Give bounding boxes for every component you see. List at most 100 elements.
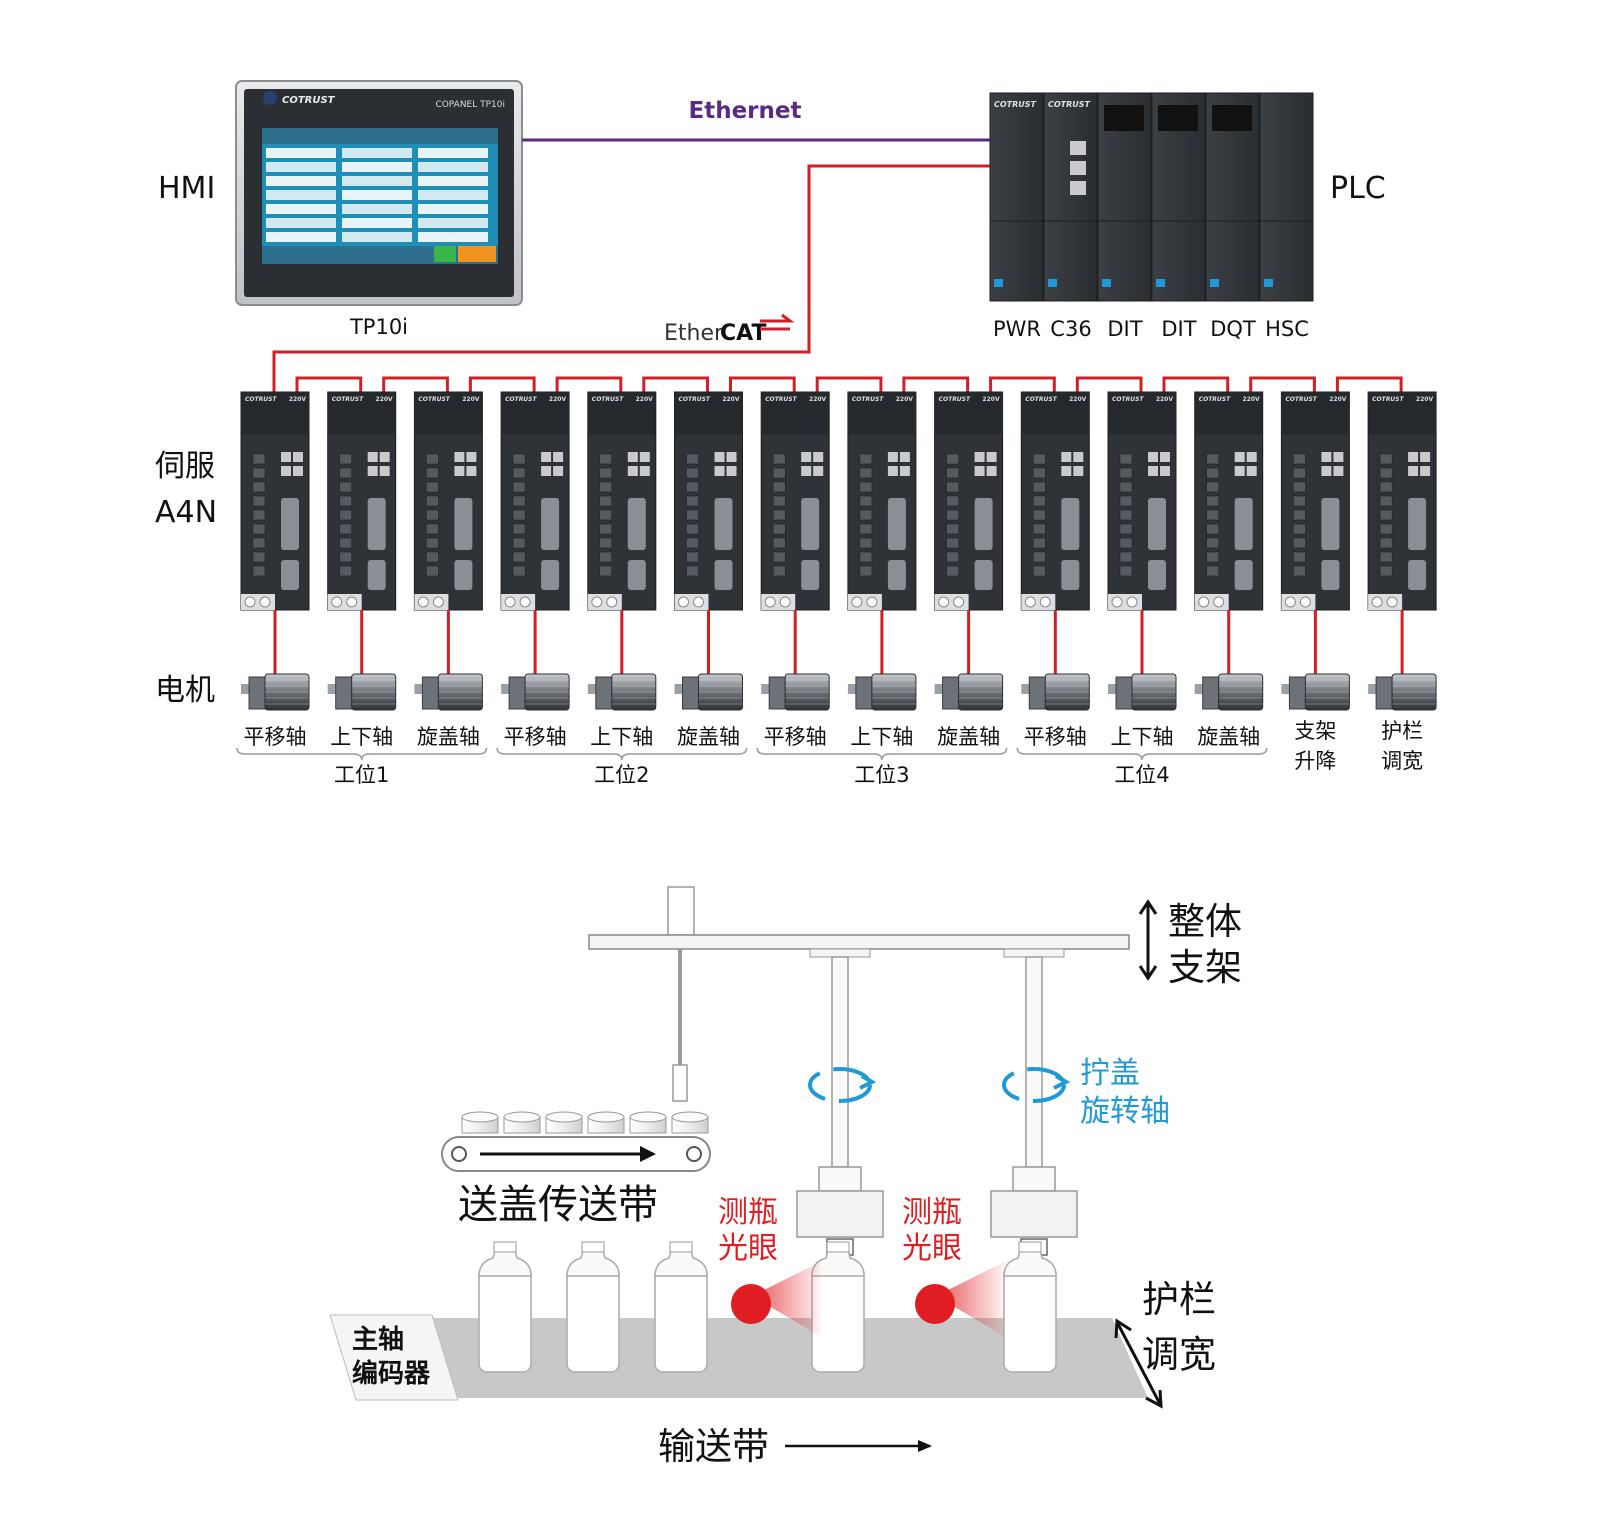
axis-label: 护栏 — [1381, 719, 1423, 743]
plc-module — [1259, 92, 1314, 302]
station-label: 工位3 — [854, 763, 909, 787]
servo-motor-icon — [674, 673, 743, 711]
ethernet-label: Ethernet — [689, 98, 802, 124]
plc-module — [1043, 92, 1098, 302]
ethercat-chain-link — [729, 376, 796, 392]
ethercat-chain-link — [382, 376, 449, 392]
bottle — [566, 1241, 620, 1373]
axis-label: 旋盖轴 — [1197, 725, 1260, 749]
axis-label: 支架 — [1294, 719, 1336, 743]
axis-label-line2: 调宽 — [1381, 749, 1423, 773]
ethercat-chain-link — [1162, 376, 1230, 392]
plc-module-label: DIT — [1107, 317, 1142, 341]
ethercat-chain-link — [989, 376, 1056, 392]
servo-motor-icon — [847, 673, 917, 711]
axis-label: 旋盖轴 — [937, 725, 1000, 749]
servo-motor-icon — [587, 673, 657, 711]
servo-voltage: 220V — [1416, 396, 1434, 403]
servo-motor-icon — [1368, 673, 1437, 711]
plc-module — [1205, 92, 1260, 302]
rail-label-line1: 护栏 — [1142, 1278, 1216, 1321]
hmi-label: HMI — [158, 171, 215, 206]
plc-brand: COTRUST — [1048, 100, 1091, 109]
station-brace — [756, 747, 1008, 761]
machine-illustration: 整体 支架 拧盖 旋转轴 送盖传送带 主轴 编码器 — [329, 886, 1242, 1468]
servo-motor-icon — [761, 673, 830, 711]
hmi-screen-cells — [262, 128, 498, 242]
servo-brand: COTRUST — [1285, 396, 1317, 403]
plc-module-label: DQT — [1210, 317, 1256, 341]
servo-brand: COTRUST — [852, 396, 884, 403]
sensor-label-2-line1: 测瓶 — [902, 1195, 962, 1230]
servo-brand: COTRUST — [1372, 396, 1404, 403]
cap-rotation-label-line1: 拧盖 — [1080, 1056, 1140, 1091]
plc-module-label: PWR — [993, 317, 1041, 341]
servo-motor-icon — [414, 673, 483, 711]
ethercat-chain-link — [815, 376, 883, 392]
sensor-eye-icon — [915, 1284, 955, 1324]
rail-label-line2: 调宽 — [1142, 1333, 1216, 1376]
servo-voltage: 220V — [896, 396, 914, 403]
ethercat-chain-link — [555, 376, 623, 392]
hmi-model: COPANEL TP10i — [435, 100, 505, 110]
encoder-plate — [329, 1314, 459, 1401]
servo-row: COTRUST 220V COTRUST 220V COTRUST 220V COTRUST… — [240, 376, 1437, 611]
hmi-device: COTRUST COPANEL TP10i — [235, 80, 523, 306]
ethercat-chain-link — [295, 376, 363, 392]
servo-motor-icon — [1194, 673, 1264, 711]
ethercat-chain-link — [642, 376, 709, 392]
servo-motor-icon — [501, 673, 570, 711]
axis-labels: 平移轴上下轴旋盖轴平移轴上下轴旋盖轴平移轴上下轴旋盖轴平移轴上下轴旋盖轴支架升降… — [244, 719, 1424, 773]
servo-voltage: 220V — [549, 396, 567, 403]
hmi-brand: COTRUST — [282, 95, 336, 106]
servo-voltage: 220V — [376, 396, 394, 403]
plc-module-label: DIT — [1161, 317, 1196, 341]
servo-motor-icon — [934, 673, 1004, 711]
motor-row — [241, 610, 1437, 711]
servo-motor-icon — [241, 673, 310, 711]
encoder-label-line2: 编码器 — [352, 1358, 431, 1389]
ethercat-chain-link — [902, 376, 970, 392]
ethercat-label-a: Ether — [664, 321, 724, 346]
servo-voltage: 220V — [289, 396, 307, 403]
ethercat-chain-link — [1075, 376, 1143, 392]
hmi-model-caption: TP10i — [349, 315, 408, 339]
servo-motor-icon — [327, 673, 397, 711]
rotation-arrow-icon — [808, 1067, 1071, 1103]
servo-brand: COTRUST — [765, 396, 797, 403]
servo-drive: COTRUST 220V — [240, 391, 310, 611]
servo-voltage: 220V — [1156, 396, 1174, 403]
servo-brand: COTRUST — [245, 396, 277, 403]
cap-rotation-label-line2: 旋转轴 — [1080, 1094, 1170, 1129]
cap-conveyor-label: 送盖传送带 — [458, 1182, 658, 1228]
frame-beam — [588, 934, 1130, 950]
bottle — [478, 1241, 532, 1373]
bottle — [811, 1241, 865, 1373]
ethercat-chain-link — [468, 376, 536, 392]
sensor-label-1-line2: 光眼 — [718, 1231, 778, 1266]
ethercat-uplink — [272, 164, 1072, 392]
servo-voltage: 220V — [636, 396, 654, 403]
station-brace — [496, 747, 748, 761]
axis-label-line2: 升降 — [1294, 749, 1336, 773]
station-label: 工位2 — [594, 763, 649, 787]
servo-voltage: 220V — [1069, 396, 1087, 403]
servo-voltage: 220V — [982, 396, 1000, 403]
servo-brand: COTRUST — [1199, 396, 1231, 403]
rail-adjust-arrow-icon — [1116, 1323, 1162, 1405]
station-label: 工位1 — [334, 763, 389, 787]
servo-brand: COTRUST — [939, 396, 971, 403]
plc-module-label: HSC — [1265, 317, 1309, 341]
servo-brand: COTRUST — [418, 396, 450, 403]
